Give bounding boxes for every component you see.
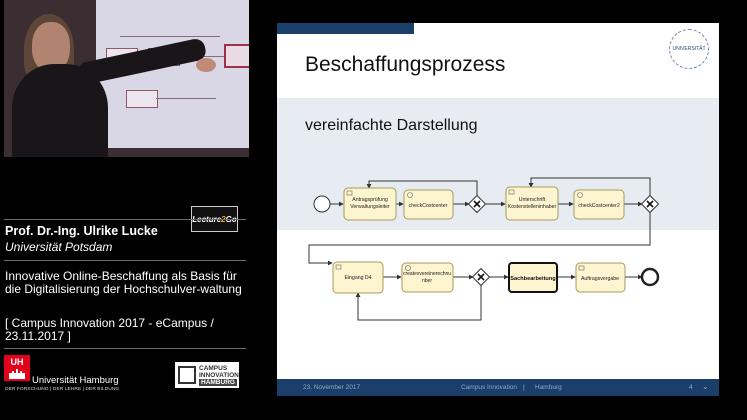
speaker-name: Prof. Dr.-Ing. Ulrike Lucke: [5, 224, 158, 238]
svg-text:createsvereinerechnu: createsvereinerechnu: [403, 271, 451, 277]
speaker-hand: [196, 58, 216, 72]
task-check-costcenter: checkCostcenter: [403, 189, 454, 220]
task-unterschrift: Unterschrift Kostenstelleninhaber: [505, 186, 559, 221]
svg-text:checkCostcenter2: checkCostcenter2: [578, 203, 620, 209]
divider-top: [4, 219, 246, 220]
gateway-3: [471, 267, 491, 287]
gateway-1: [467, 194, 487, 214]
task-check-costcenter2: checkCostcenter2: [573, 189, 625, 220]
speaker-head: [32, 22, 70, 72]
footer-page-number: 4: [689, 384, 693, 391]
slide-title: Beschaffungsprozess: [305, 53, 506, 76]
presentation-slide: UNIVERSITÄT Beschaffungsprozess vereinfa…: [277, 23, 719, 396]
uh-name: Universität Hamburg: [32, 375, 119, 386]
task-create-rechnung: createsvereinerechnu nber: [401, 262, 454, 293]
campus-innovation-mark-icon: [178, 366, 196, 384]
uh-logo: UH: [4, 355, 30, 381]
svg-text:nber: nber: [422, 278, 432, 284]
slide-subtitle: vereinfachte Darstellung: [305, 117, 478, 134]
svg-text:Auftragsvergabe: Auftragsvergabe: [581, 276, 619, 282]
footer-event: Campus Innovation: [461, 384, 518, 391]
chevron-down-icon: ⌄: [702, 382, 709, 391]
svg-text:checkCostcenter: checkCostcenter: [409, 203, 448, 209]
slide-footer: 23. November 2017 Campus Innovation | Ha…: [277, 379, 719, 396]
svg-text:Verwaltungsleiter: Verwaltungsleiter: [350, 204, 390, 210]
end-event: [640, 267, 660, 287]
campus-innovation-logo: CAMPUS INNOVATION HAMBURG: [175, 362, 239, 388]
gateway-2: [640, 194, 660, 214]
task-eingang-d4: Eingang D4: [332, 261, 384, 294]
speaker-camera-video: [4, 0, 249, 157]
svg-text:Antragsprüfung: Antragsprüfung: [352, 197, 388, 203]
uh-motto: DER FORSCHUNG | DER LEHRE | DER BILDUNG: [5, 387, 120, 392]
task-auftragsvergabe: Auftragsvergabe: [575, 262, 626, 293]
footer-place: Hamburg: [535, 384, 562, 391]
divider-middle: [4, 260, 246, 261]
bpmn-process-diagram: Antragsprüfung Verwaltungsleiter checkCo…: [308, 177, 660, 321]
svg-text:Unterschrift: Unterschrift: [519, 197, 546, 203]
talk-event: [ Campus Innovation 2017 - eCampus / 23.…: [5, 316, 214, 343]
speaker-university: Universität Potsdam: [5, 240, 113, 254]
svg-text:Sachbearbeitung: Sachbearbeitung: [510, 276, 556, 282]
task-antragspruefung: Antragsprüfung Verwaltungsleiter: [343, 187, 397, 221]
university-seal-icon: UNIVERSITÄT: [669, 29, 709, 69]
slide-top-band: [277, 23, 414, 34]
svg-text:Kostenstelleninhaber: Kostenstelleninhaber: [508, 204, 557, 210]
divider-bottom: [4, 348, 246, 349]
start-event: [313, 195, 331, 213]
footer-date: 23. November 2017: [303, 384, 361, 391]
talk-title: Innovative Online-Beschaffung als Basis …: [5, 269, 242, 296]
task-sachbearbeitung: Sachbearbeitung: [508, 262, 558, 293]
svg-text:Eingang D4: Eingang D4: [344, 275, 371, 281]
castle-icon: [9, 369, 25, 379]
